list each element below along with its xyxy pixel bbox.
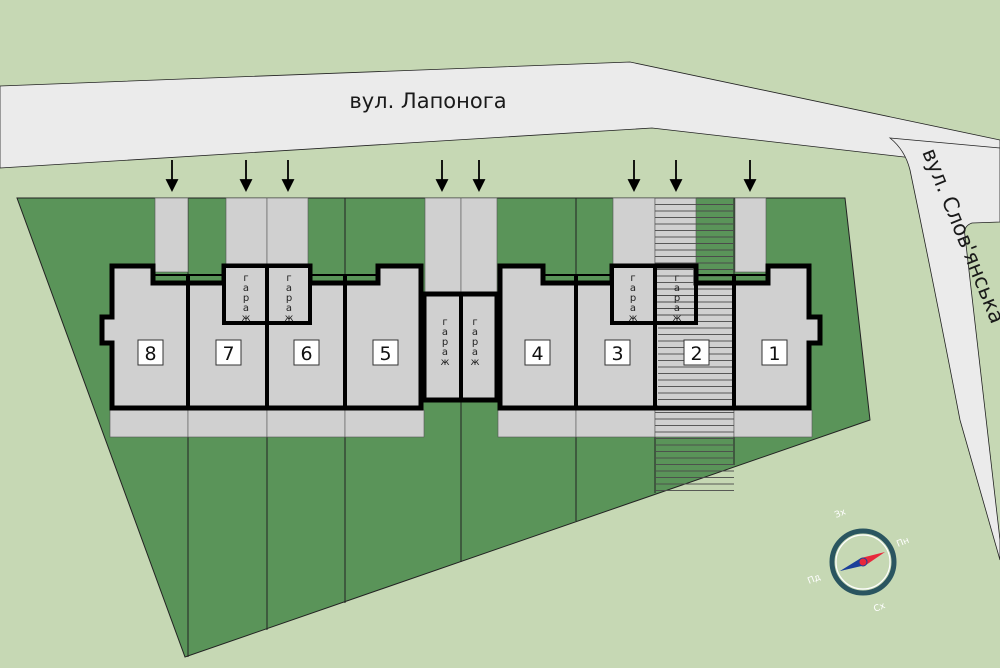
svg-text:8: 8 [144,343,156,365]
svg-text:а: а [674,303,680,314]
svg-text:г: г [630,273,635,284]
svg-text:р: р [286,293,292,304]
compass-south-label: Пд [806,573,822,587]
svg-text:5: 5 [379,343,391,365]
svg-text:г: г [442,317,447,328]
arrow-down-icon [472,160,486,193]
lot-badge-2[interactable]: 2 [683,339,710,366]
lot-badge-1[interactable]: 1 [761,339,788,366]
svg-text:р: р [243,293,249,304]
compass-north-label: Пн [895,536,911,550]
arrow-down-icon [239,160,253,193]
driveways [154,197,767,299]
lot-badge-6[interactable]: 6 [293,339,320,366]
svg-text:ж: ж [440,357,449,368]
arrow-down-icon [743,160,757,193]
svg-text:3: 3 [611,343,623,365]
svg-text:6: 6 [300,343,312,365]
lot-badge-5[interactable]: 5 [372,339,399,366]
arrow-down-icon [627,160,641,193]
svg-text:2: 2 [690,343,702,365]
svg-text:а: а [442,327,448,338]
main-road [0,61,1000,169]
lot-2-terrace-hatch [655,410,734,437]
lot-badge-4[interactable]: 4 [524,339,551,366]
building-block-west [99,263,424,411]
svg-text:г: г [674,273,679,284]
lot-badge-3[interactable]: 3 [604,339,631,366]
street-label-laponoha: вул. Лапонога [349,89,506,113]
svg-text:а: а [630,283,636,294]
svg-text:ж: ж [241,313,250,324]
lot-badge-8[interactable]: 8 [137,339,164,366]
garage-boxes [222,264,698,325]
svg-text:а: а [286,303,292,314]
svg-text:г: г [243,273,248,284]
arrow-down-icon [435,160,449,193]
svg-text:4: 4 [531,343,543,365]
lot-2-driveway-hatch [655,198,696,272]
lot-badges: 8 7 6 5 4 3 2 1 [137,339,788,366]
svg-text:г: г [472,317,477,328]
svg-text:а: а [243,303,249,314]
arrow-down-icon [669,160,683,193]
svg-text:а: а [243,283,249,294]
svg-text:р: р [442,337,448,348]
svg-text:р: р [674,293,680,304]
svg-text:а: а [472,347,478,358]
svg-text:а: а [674,283,680,294]
svg-text:а: а [630,303,636,314]
compass-west-label: Зх [833,507,848,521]
svg-text:ж: ж [470,357,479,368]
svg-text:г: г [286,273,291,284]
svg-text:ж: ж [628,313,637,324]
svg-text:ж: ж [284,313,293,324]
svg-text:1: 1 [768,343,780,365]
lot-2-lawn-hatch [696,198,734,272]
svg-text:ж: ж [672,313,681,324]
svg-text:а: а [286,283,292,294]
svg-text:7: 7 [222,343,234,365]
arrow-down-icon [165,160,179,193]
entrance-arrows [165,160,757,193]
svg-text:а: а [472,327,478,338]
svg-text:р: р [472,337,478,348]
compass-east-label: Сх [872,601,887,615]
svg-text:р: р [630,293,636,304]
arrow-down-icon [281,160,295,193]
side-road-fill [888,137,1000,561]
compass-icon: Зх Пн Пд Сх [806,507,911,615]
svg-text:а: а [442,347,448,358]
lot-badge-7[interactable]: 7 [215,339,242,366]
